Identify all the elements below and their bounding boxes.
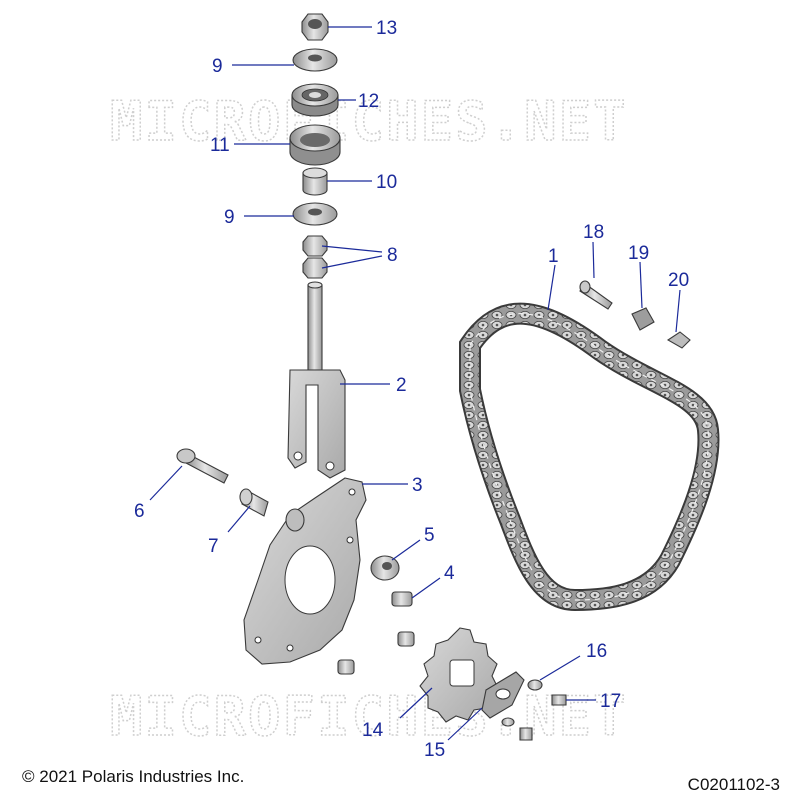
- copyright-text: © 2021 Polaris Industries Inc.: [22, 767, 244, 786]
- screw-part: [519, 694, 567, 741]
- bolt-part: [391, 591, 413, 607]
- sprocket-part: [419, 627, 499, 723]
- callout-8: 8: [387, 245, 398, 266]
- mounting-plate-part: [243, 477, 367, 665]
- callout-10: 10: [376, 172, 397, 193]
- figure-code: C0201102-3: [688, 775, 780, 794]
- callout-6: 6: [134, 501, 145, 522]
- watermark-top: MICROFICHES.NET: [110, 90, 628, 153]
- callout-9-lower: 9: [224, 207, 235, 228]
- callout-11: 11: [210, 135, 230, 156]
- spacer-part: [302, 167, 328, 196]
- washer-lower-part: [292, 202, 338, 226]
- callout-4: 4: [444, 563, 455, 584]
- shoulder-bolt-part: [176, 448, 229, 484]
- callout-labels: 13 9 12 11 10 9 8 2 3 6 7 5 4 14 15 16 1…: [134, 18, 689, 761]
- callout-12: 12: [358, 91, 379, 112]
- bolt-left-part: [337, 631, 415, 675]
- callout-2: 2: [396, 375, 407, 396]
- lock-nut-part: [301, 13, 329, 41]
- callout-14: 14: [362, 720, 384, 741]
- bushing-part: [239, 488, 269, 517]
- bearing-part: [291, 83, 339, 117]
- drive-chain-part: [459, 302, 720, 612]
- jam-nut-upper-part: [302, 235, 328, 257]
- callout-13: 13: [376, 18, 397, 39]
- spring-clip-part: [666, 331, 691, 349]
- callout-19: 19: [628, 243, 649, 264]
- watermark-bottom: MICROFICHES.NET: [110, 685, 628, 748]
- tensioner-rod-part: [287, 281, 346, 479]
- callout-20: 20: [668, 270, 689, 291]
- small-washer-part: [501, 679, 543, 727]
- bearing-cup-part: [289, 124, 341, 166]
- jam-nut-lower-part: [302, 257, 328, 279]
- callout-5: 5: [424, 525, 435, 546]
- retainer-plate-part: [481, 671, 525, 719]
- washer-part: [292, 48, 338, 72]
- callout-17: 17: [600, 691, 621, 712]
- callout-16: 16: [586, 641, 607, 662]
- callout-18: 18: [583, 222, 604, 243]
- callout-9-upper: 9: [212, 56, 223, 77]
- callout-1: 1: [548, 246, 559, 267]
- callout-7: 7: [208, 536, 219, 557]
- callout-15: 15: [424, 740, 445, 761]
- flange-nut-part: [370, 555, 400, 581]
- master-link-pin-part: [579, 280, 613, 310]
- leader-lines: [149, 26, 681, 741]
- callout-3: 3: [412, 475, 423, 496]
- master-link-plate-part: [631, 307, 655, 331]
